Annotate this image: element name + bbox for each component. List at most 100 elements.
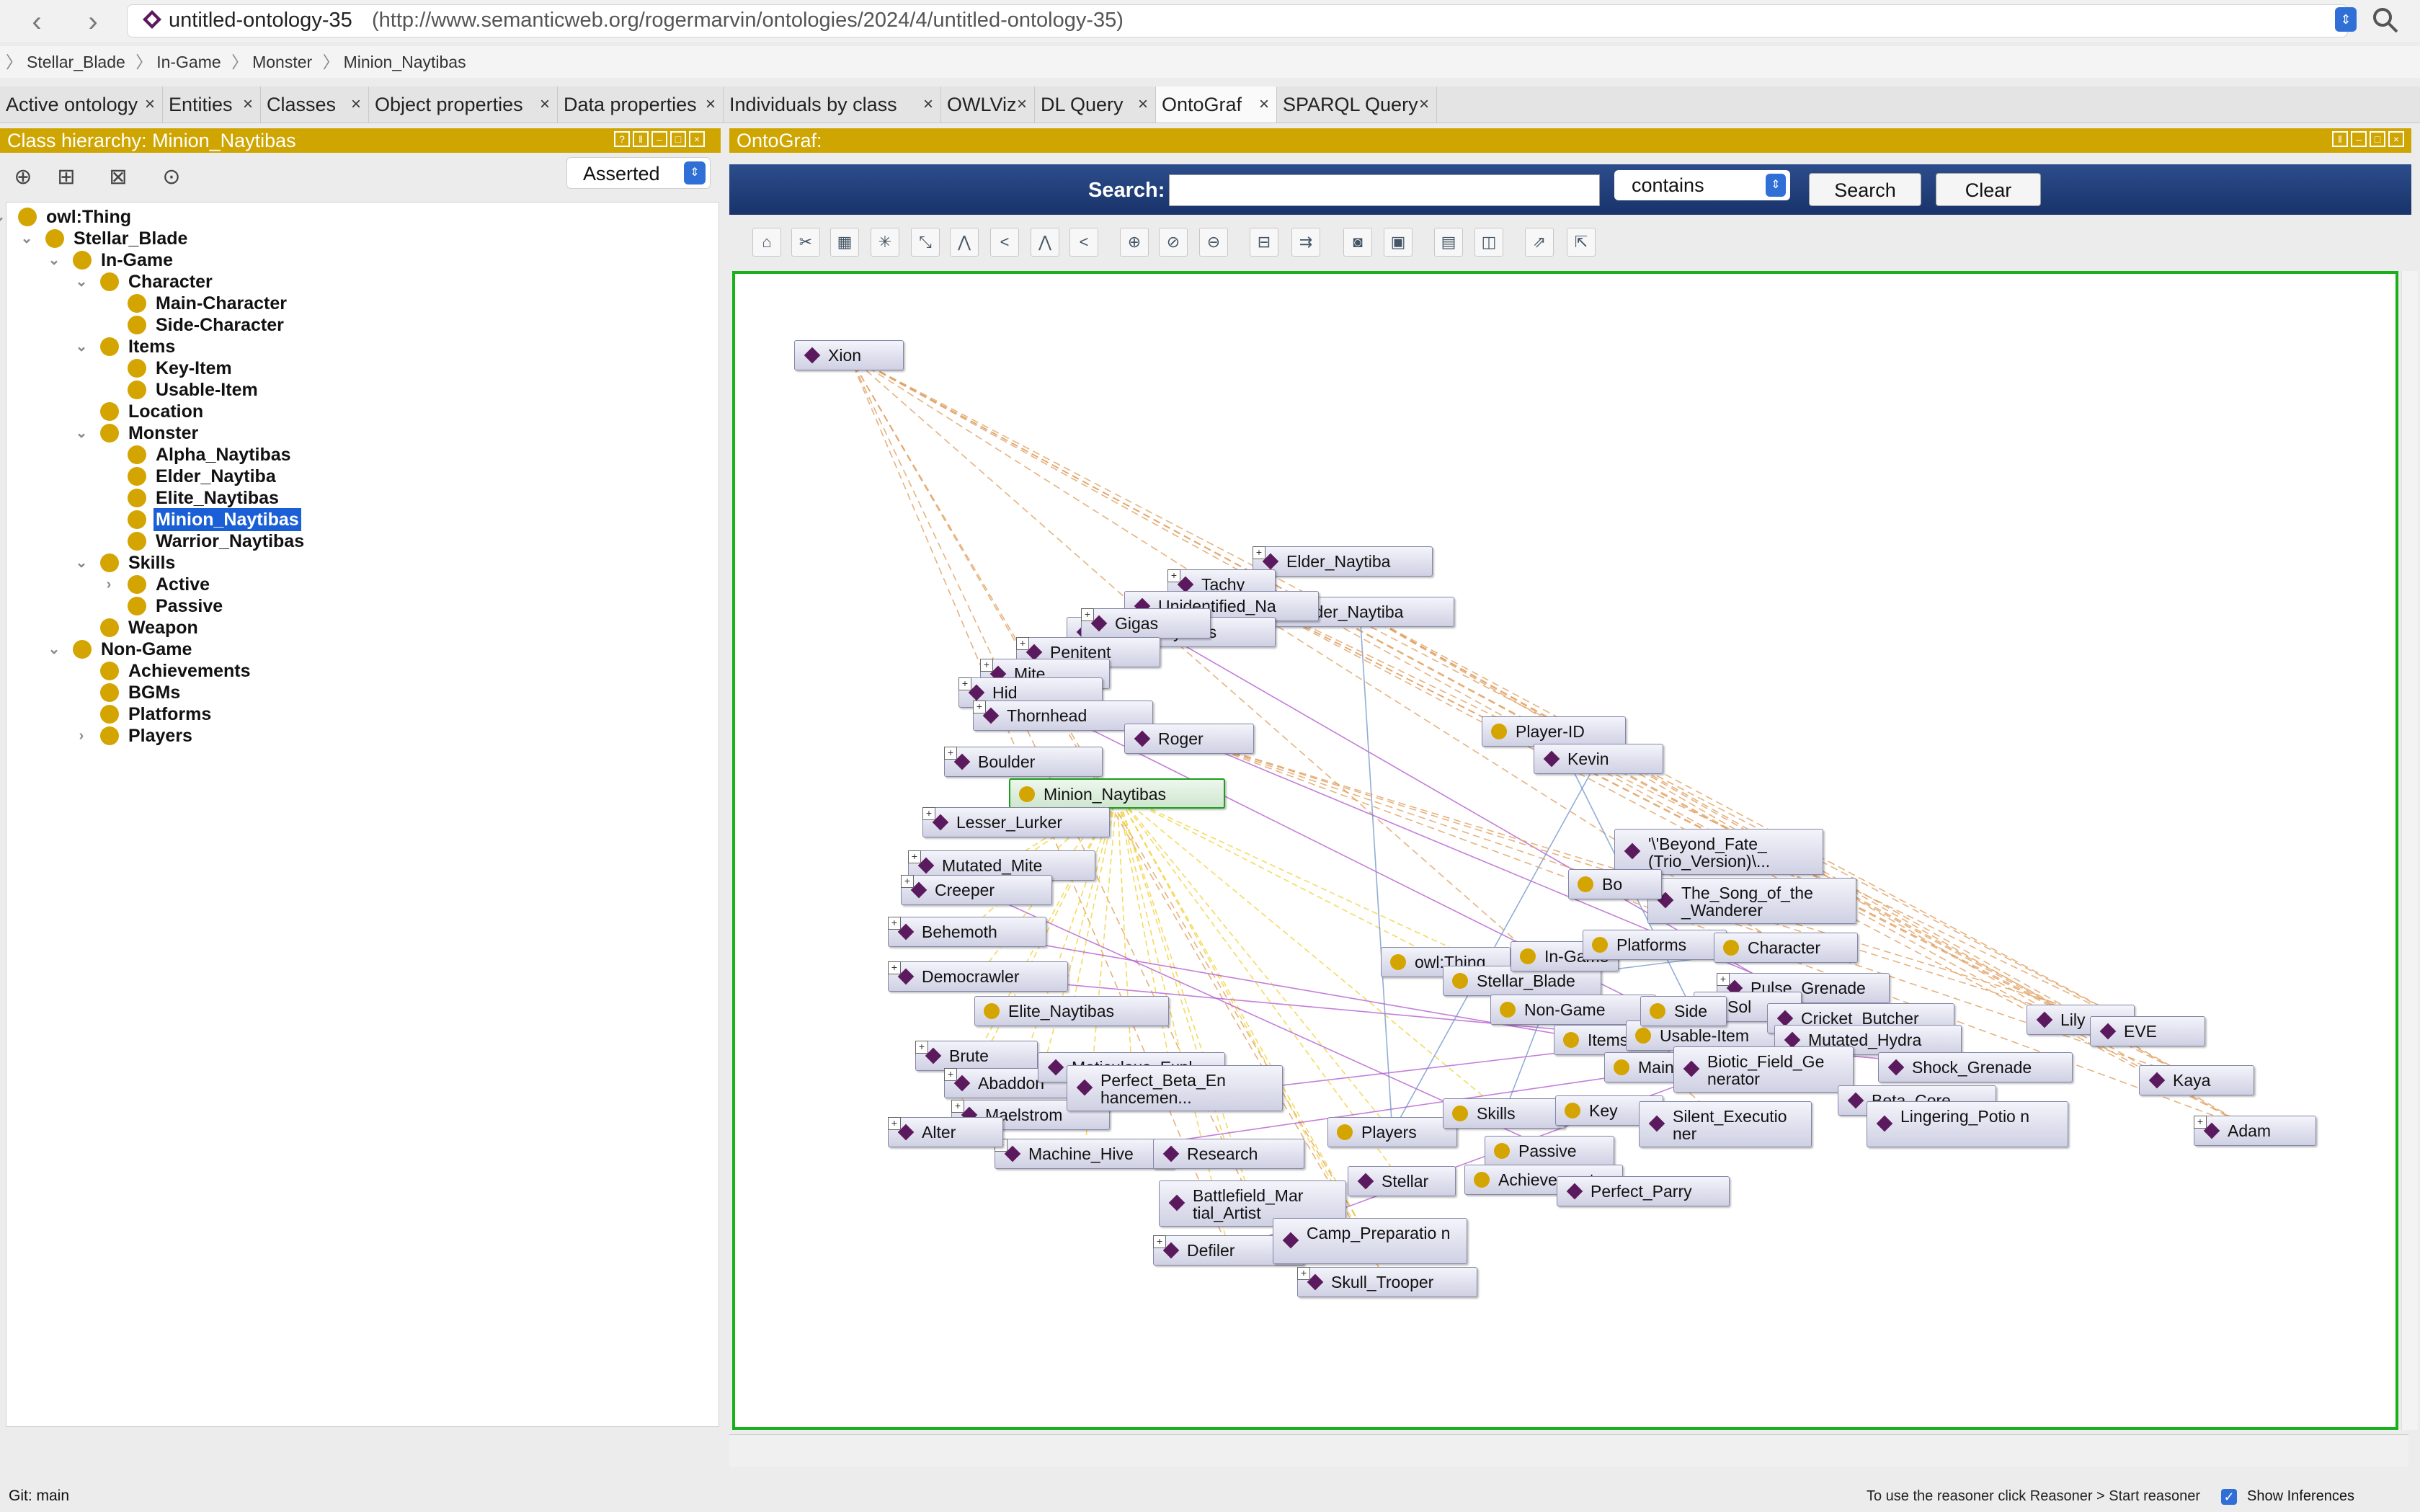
expand-node-icon[interactable]: +	[944, 747, 957, 760]
graph-individual-node[interactable]: Shock_Grenade	[1878, 1052, 2073, 1082]
close-tab-icon[interactable]: ×	[1258, 94, 1269, 114]
tab-sparql-query[interactable]: SPARQL Query×	[1277, 86, 1437, 123]
ontology-selector[interactable]	[127, 4, 2348, 37]
graph-individual-node[interactable]: +Thornhead	[973, 701, 1153, 731]
breadcrumb-item[interactable]: In-Game	[156, 53, 221, 71]
expand-node-icon[interactable]: +	[1253, 546, 1265, 559]
close-tab-icon[interactable]: ×	[1418, 94, 1429, 114]
graph-individual-node[interactable]: Perfect_Beta_En hancemen...	[1067, 1065, 1283, 1111]
expand-node-icon[interactable]: +	[888, 1117, 901, 1130]
graph-individual-node[interactable]: +Machine_Hive	[995, 1139, 1175, 1169]
hierarchy-mode-select[interactable]: Asserted ⇕	[566, 157, 711, 189]
horizontal-tree-icon[interactable]: <	[990, 228, 1019, 257]
chevron-down-icon[interactable]: ⌄	[20, 231, 33, 246]
graph-individual-node[interactable]: +Boulder	[944, 747, 1103, 777]
tab-active-ontology[interactable]: Active ontology×	[0, 86, 163, 123]
target-icon[interactable]: ⊙	[162, 165, 181, 189]
add-sibling-class-icon[interactable]: ⊞	[57, 165, 76, 189]
graph-individual-node[interactable]: +Lesser_Lurker	[922, 807, 1110, 837]
close-icon[interactable]: ×	[2388, 131, 2404, 147]
close-icon[interactable]: ×	[689, 131, 705, 147]
expand-node-icon[interactable]: +	[1717, 973, 1730, 986]
close-tab-icon[interactable]: ×	[539, 94, 550, 114]
vertical-scrollbar[interactable]	[2401, 271, 2418, 1430]
chevron-down-icon[interactable]: ⌄	[75, 274, 88, 290]
forward-arrow-icon[interactable]: ›	[88, 6, 98, 37]
tab-object-properties[interactable]: Object properties×	[369, 86, 558, 123]
tab-owlviz[interactable]: OWLViz×	[941, 86, 1035, 123]
show-inferences-checkbox[interactable]: ✓	[2221, 1489, 2237, 1505]
minimize-icon[interactable]: –	[651, 131, 667, 147]
expand-node-icon[interactable]: +	[1016, 637, 1029, 650]
close-tab-icon[interactable]: ×	[705, 94, 716, 114]
graph-class-node[interactable]: Skills	[1443, 1098, 1565, 1129]
filter-arc-icon[interactable]: ⇉	[1291, 228, 1320, 257]
home-icon[interactable]: ⌂	[752, 228, 781, 257]
expand-node-icon[interactable]: +	[908, 850, 921, 863]
breadcrumb-item[interactable]: Minion_Naytibas	[343, 53, 466, 71]
clear-button[interactable]: Clear	[1936, 173, 2041, 206]
expand-node-icon[interactable]: +	[951, 1100, 964, 1113]
tab-individuals-by-class[interactable]: Individuals by class×	[724, 86, 941, 123]
expand-node-icon[interactable]: +	[888, 917, 901, 930]
graph-individual-node[interactable]: Xion	[794, 340, 904, 370]
graph-individual-node[interactable]: +Abaddon	[944, 1068, 1088, 1098]
remove-nodes-icon[interactable]: ✂	[791, 228, 820, 257]
chevron-down-icon[interactable]: ⌄	[75, 425, 88, 441]
expand-node-icon[interactable]: +	[915, 1041, 928, 1054]
graph-individual-node[interactable]: +Creeper	[901, 875, 1052, 905]
delete-class-icon[interactable]: ⊠	[109, 165, 128, 189]
close-tab-icon[interactable]: ×	[1016, 94, 1027, 114]
help-icon[interactable]: ?	[614, 131, 630, 147]
graph-individual-node[interactable]: The_Song_of_the _Wanderer	[1647, 878, 1856, 924]
close-tab-icon[interactable]: ×	[1137, 94, 1148, 114]
grid-layout-icon[interactable]: ▦	[830, 228, 859, 257]
filter-node-icon[interactable]: ⊟	[1250, 228, 1278, 257]
export-icon[interactable]: ⇗	[1525, 228, 1554, 257]
graph-individual-node[interactable]: +Elder_Naytiba	[1253, 546, 1433, 577]
graph-individual-node[interactable]: Perfect_Parry	[1557, 1176, 1730, 1206]
graph-class-node[interactable]: Elite_Naytibas	[974, 996, 1169, 1026]
expand-node-icon[interactable]: +	[2194, 1116, 2207, 1129]
minimize-icon[interactable]: –	[2351, 131, 2367, 147]
graph-class-node[interactable]: Players	[1327, 1117, 1457, 1147]
expand-node-icon[interactable]: +	[1081, 608, 1094, 621]
maximize-icon[interactable]: □	[670, 131, 686, 147]
graph-individual-node[interactable]: +Democrawler	[888, 961, 1068, 992]
zoom-in-icon[interactable]: ⊕	[1120, 228, 1149, 257]
expand-node-icon[interactable]: +	[980, 659, 993, 672]
close-tab-icon[interactable]: ×	[350, 94, 361, 114]
spring-layout-icon[interactable]: ⤡	[911, 228, 940, 257]
back-arrow-icon[interactable]: ‹	[32, 6, 42, 37]
tab-dl-query[interactable]: DL Query×	[1035, 86, 1156, 123]
search-button[interactable]: Search	[1809, 173, 1921, 206]
open-folder-icon[interactable]: ◫	[1474, 228, 1503, 257]
graph-class-node[interactable]: Passive	[1485, 1136, 1614, 1166]
graph-class-node[interactable]: Platforms	[1583, 930, 1727, 960]
graph-individual-node[interactable]: Kaya	[2139, 1065, 2254, 1095]
expand-node-icon[interactable]: +	[922, 807, 935, 820]
expand-node-icon[interactable]: +	[888, 961, 901, 974]
graph-individual-node[interactable]: Lingering_Potio n	[1867, 1101, 2068, 1147]
close-tab-icon[interactable]: ×	[242, 94, 253, 114]
search-icon[interactable]	[2370, 4, 2401, 36]
tab-classes[interactable]: Classes×	[261, 86, 369, 123]
chevron-down-icon[interactable]: ⌄	[75, 339, 88, 355]
save-icon[interactable]: ▤	[1434, 228, 1463, 257]
maximize-icon[interactable]: □	[2370, 131, 2385, 147]
graph-individual-node[interactable]: +Gigas	[1081, 608, 1211, 639]
zoom-out-icon[interactable]: ⊖	[1199, 228, 1228, 257]
graph-individual-node[interactable]: Roger	[1124, 724, 1254, 754]
image-export-icon[interactable]: ▣	[1384, 228, 1413, 257]
chevron-down-icon[interactable]: ⌄	[0, 205, 8, 228]
horizontal-scrollbar[interactable]	[729, 1434, 2408, 1467]
expand-node-icon[interactable]: +	[901, 875, 914, 888]
chevron-right-icon[interactable]: ›	[106, 577, 112, 592]
add-subclass-icon[interactable]: ⊕	[14, 165, 32, 189]
split-icon[interactable]: ‖	[633, 131, 649, 147]
graph-class-node[interactable]: Character	[1714, 933, 1858, 963]
class-tree[interactable]: ⌄owl:Thing⌄Stellar_Blade⌄In-Game⌄Charact…	[0, 202, 719, 1427]
expand-node-icon[interactable]: +	[958, 677, 971, 690]
breadcrumb-item[interactable]: Monster	[252, 53, 313, 71]
